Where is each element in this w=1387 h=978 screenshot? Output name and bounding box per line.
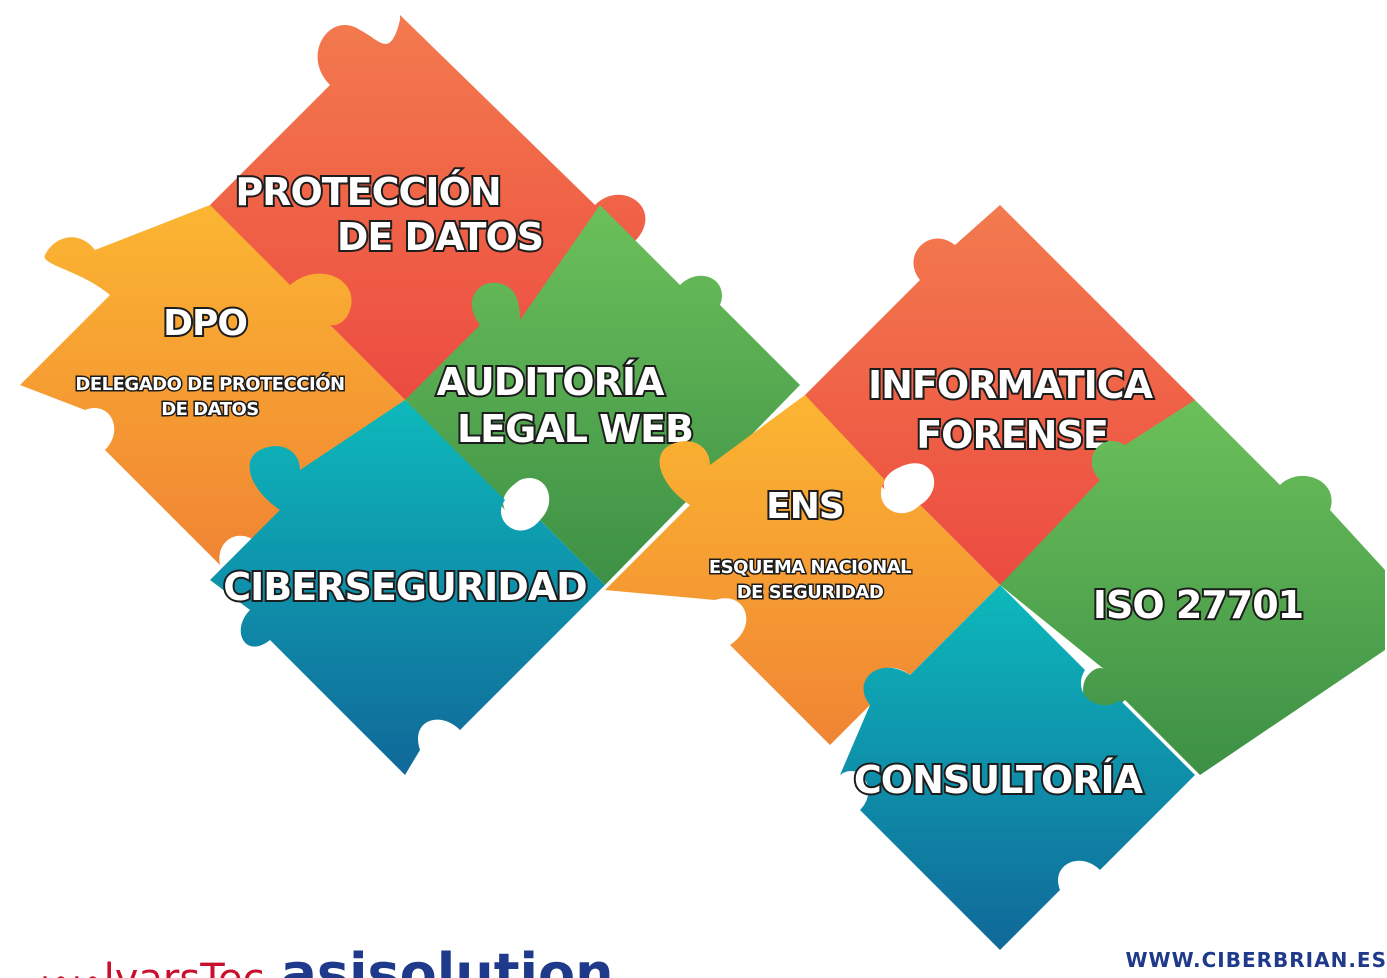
dpo-sub2: DE DATOS — [161, 399, 259, 420]
ciberseguridad-line1: CIBERSEGURIDAD — [223, 565, 586, 609]
iso-line1: ISO 27701 — [1093, 583, 1303, 627]
consultoria-line1: CONSULTORÍA — [854, 758, 1144, 802]
dpo-sub1: DELEGADO DE PROTECCIÓN — [75, 373, 344, 395]
piece-ciberseguridad: CIBERSEGURIDAD — [210, 400, 605, 775]
logo-brand1: lvarsTec — [104, 956, 265, 978]
auditoria-line1: AUDITORÍA — [437, 360, 665, 404]
informatica-line2: FORENSE — [916, 413, 1108, 457]
informatica-line1: INFORMATICA — [868, 363, 1154, 407]
proteccion-line1: PROTECCIÓN — [235, 170, 500, 214]
ens-title: ENS — [766, 486, 844, 527]
ens-sub2: DE SEGURIDAD — [737, 582, 884, 603]
dpo-title: DPO — [163, 303, 247, 344]
piece-auditoria: AUDITORÍA LEGAL WEB — [405, 205, 800, 585]
website-url: WWW.CIBERBRIAN.ES — [1125, 948, 1387, 972]
piece-ens: ENS ESQUEMA NACIONAL DE SEGURIDAD — [605, 395, 1000, 745]
piece-iso: ISO 27701 — [1000, 400, 1385, 775]
proteccion-line2: DE DATOS — [337, 215, 543, 259]
logo-dots: :•:• — [40, 965, 104, 978]
piece-consultoria: CONSULTORÍA — [840, 585, 1195, 950]
auditoria-line2: LEGAL WEB — [457, 407, 693, 451]
ens-sub1: ESQUEMA NACIONAL — [709, 557, 911, 578]
brand-logo: :•:•lvarsTec asisolution — [40, 942, 614, 978]
logo-brand2: asisolution — [280, 942, 614, 978]
